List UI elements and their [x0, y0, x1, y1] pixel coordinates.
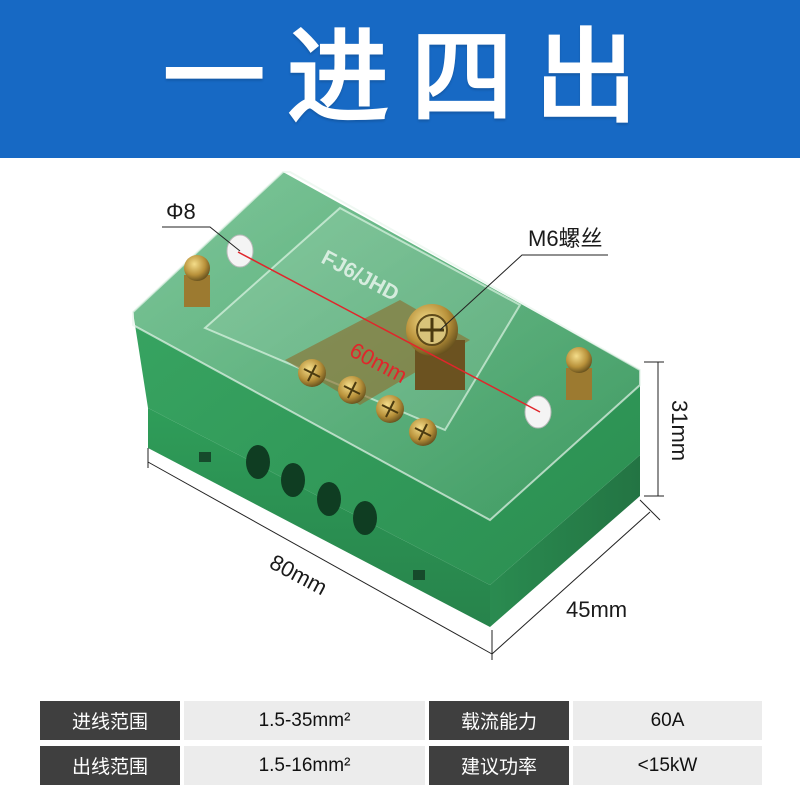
screw-callout-line: [439, 254, 608, 331]
title-banner: 一进四出: [0, 0, 800, 158]
screw-label: M6螺丝: [528, 226, 603, 251]
hole-callout-line: [162, 226, 241, 252]
spec-value: 1.5-16mm²: [184, 746, 425, 785]
length-label: 80mm: [266, 549, 332, 600]
spec-label: 出线范围: [40, 746, 180, 785]
block-side-face: [490, 455, 640, 627]
spec-value: <15kW: [573, 746, 762, 785]
spec-table: 进线范围 1.5-35mm² 载流能力 60A 出线范围 1.5-16mm² 建…: [40, 701, 762, 791]
spec-label: 建议功率: [429, 746, 569, 785]
spec-value: 60A: [573, 701, 762, 740]
inner-span-line: [237, 251, 541, 413]
hole-label: Φ8: [166, 199, 196, 224]
corner-posts: [184, 255, 592, 400]
height-dimension: [644, 361, 664, 497]
length-dimension: [147, 448, 493, 660]
output-screws: [298, 359, 437, 446]
spec-label: 进线范围: [40, 701, 180, 740]
depth-label: 45mm: [566, 597, 627, 622]
spec-row: 出线范围 1.5-16mm² 建议功率 <15kW: [40, 746, 762, 785]
block-front-face: [148, 408, 490, 627]
wire-holes: [199, 445, 425, 580]
banner-title: 一进四出: [163, 19, 659, 138]
spec-label: 载流能力: [429, 701, 569, 740]
height-label: 31mm: [667, 400, 692, 461]
depth-dimension: [491, 499, 661, 655]
spec-row: 进线范围 1.5-35mm² 载流能力 60A: [40, 701, 762, 740]
terminal-block-image: FJ6/JHD 60mm Φ8 M6螺丝 31mm 80mm 45mm: [132, 171, 692, 660]
product-illustration: FJ6/JHD 60mm Φ8 M6螺丝 31mm 80mm 45mm: [0, 158, 800, 688]
spec-value: 1.5-35mm²: [184, 701, 425, 740]
